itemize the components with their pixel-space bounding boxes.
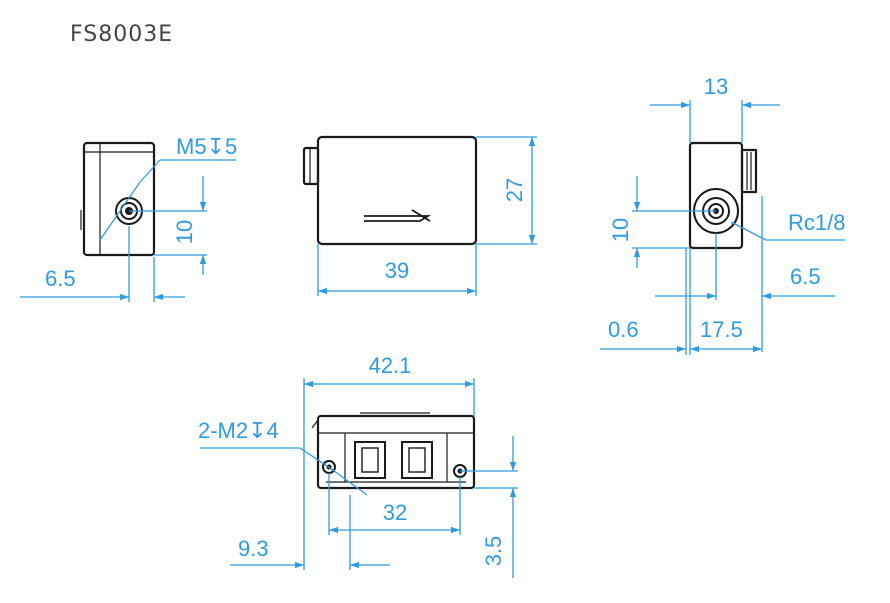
top-view-body: [316, 135, 478, 246]
dim-bottom-width: 42.1: [369, 353, 412, 378]
bottom-view-body: [316, 414, 476, 490]
dim-right-offset: 6.5: [790, 264, 821, 289]
dim-right-gap: 0.6: [608, 317, 639, 342]
dim-right-height: 10: [608, 218, 633, 242]
left-view-dimensions: [20, 159, 236, 302]
dim-bottom-thread: 2-M2↧4: [198, 418, 279, 443]
right-view: [688, 141, 758, 250]
dim-left-height: 10: [172, 220, 197, 244]
bottom-view-dimensions: [200, 378, 518, 578]
dim-bottom-offset: 9.3: [238, 536, 269, 561]
flow-arrow: [364, 215, 432, 222]
right-view-dimensions: [600, 100, 845, 355]
bottom-slot-right: [401, 441, 433, 479]
dim-left-width: 6.5: [45, 266, 76, 291]
dim-left-thread: M5↧5: [176, 134, 237, 159]
left-view-body: [82, 141, 156, 257]
top-view-dimensions: [317, 136, 537, 296]
bottom-slot-left: [354, 441, 386, 479]
dim-right-width: 13: [704, 74, 728, 99]
dim-right-thread: Rc1/8: [788, 210, 845, 235]
dim-top-height: 27: [502, 178, 527, 202]
drawing-title: FS8003E: [70, 22, 174, 47]
left-view: [80, 141, 156, 257]
dim-bottom-height: 3.5: [481, 536, 506, 567]
dim-right-span: 17.5: [700, 317, 743, 342]
top-view: [302, 135, 478, 246]
top-view-connector: [302, 146, 320, 186]
dim-bottom-pitch: 32: [383, 500, 407, 525]
bottom-view: [311, 412, 476, 490]
right-view-connector: [740, 148, 758, 194]
dim-top-width: 39: [385, 258, 409, 283]
